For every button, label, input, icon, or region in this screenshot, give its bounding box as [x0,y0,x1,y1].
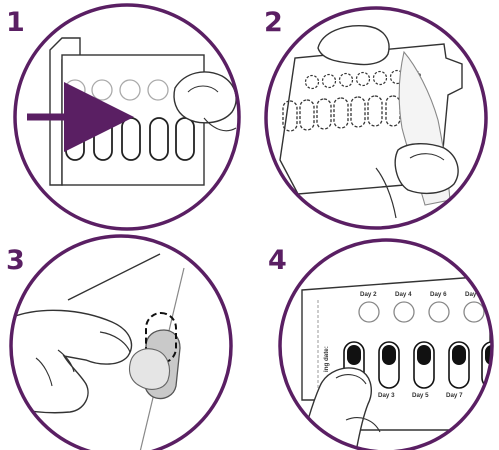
pill-slot [66,118,84,160]
day-label: Day 5 [412,392,429,399]
panel-2-illustration [266,8,486,228]
panel-3-illustration [5,236,231,450]
pill-slot [150,118,168,160]
day-label: Day 7 [446,392,463,399]
pill-slot [176,118,194,160]
day-label: Day 4 [395,291,412,298]
tab-piece [129,349,169,390]
panel-1-illustration [15,5,239,229]
panel-4-illustration: Day 2 Day 4 Day 6 Day 8 [280,240,499,450]
pill-slot [94,118,112,160]
thumb-shape [395,144,458,194]
thumb-shape [174,72,236,123]
finger-shape [318,26,389,65]
day-label: Day 2 [360,291,377,298]
day-label: Day 3 [378,392,395,399]
day-label: Day 6 [430,291,447,298]
pill-slot [122,118,140,160]
start-date-label: ing date: [323,346,330,372]
